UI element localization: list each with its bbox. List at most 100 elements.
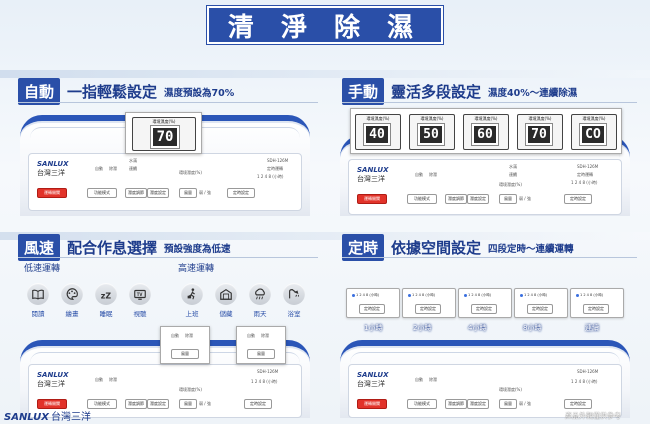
lcd-frame: 環境濕度(%) 70 — [517, 114, 563, 150]
hint-dehumidify: 除濕 — [429, 172, 437, 177]
model-number: SDH-126M — [577, 369, 599, 374]
timer-scale: 1 2 4 8 (小時) — [251, 379, 278, 384]
power-button[interactable]: 運轉開關 — [37, 188, 67, 198]
hint-auto: 自動 — [247, 333, 255, 338]
fan-options: 弱 / 強 — [199, 401, 211, 406]
high-speed-label: 高速運轉 — [178, 264, 215, 274]
humidity-button[interactable]: 濕度調節 — [445, 194, 467, 204]
fan-button[interactable]: 風量 — [179, 188, 197, 198]
hint-dehumidify: 除濕 — [261, 333, 269, 338]
auto-title: 一指輕鬆設定 — [67, 83, 158, 101]
timer-button-zoom: 定時設定 — [359, 304, 385, 314]
timer-label: 定時運轉 — [267, 166, 283, 171]
control-panel: SANLUX 台灣三洋 自動 除濕 水滿 連續 環境濕度(%) SDH-126M… — [28, 153, 302, 211]
fan-button-zoom: 風量 — [171, 349, 199, 359]
fan-button[interactable]: 風量 — [499, 399, 517, 409]
footer-brand-cn: 台灣三洋 — [50, 412, 91, 423]
sleep-icon: zZ — [95, 283, 117, 305]
fan-button[interactable]: 風量 — [179, 399, 197, 409]
timer-label-4h: 4小時 — [468, 324, 487, 332]
footer-brand-en: SANLUX — [4, 412, 49, 423]
power-button[interactable]: 運轉開關 — [357, 194, 387, 204]
humidity-button[interactable]: 濕度調節 — [125, 399, 147, 409]
timer-dots: 1 2 4 8 (小時) — [463, 293, 491, 298]
hint-dehumidify: 除濕 — [109, 377, 117, 382]
timer-heading: 定時 依據空間設定 四段定時～連續運轉 — [342, 234, 574, 261]
bg-stripe — [0, 70, 650, 78]
humidity-set-button[interactable]: 濕度設定 — [467, 399, 489, 409]
panel-brand-cn: 台灣三洋 — [37, 380, 65, 388]
timer-dots: 1 2 4 8 (小時) — [575, 293, 603, 298]
lcd-level-5: CO — [579, 123, 607, 146]
timer-button-zoom: 定時設定 — [583, 304, 609, 314]
divider — [18, 102, 318, 103]
hint-tankfull: 水滿 — [509, 164, 517, 169]
lcd-frame: 環境濕度(%) CO — [571, 114, 617, 150]
model-number: SDH-126M — [267, 158, 289, 163]
panel-brand-cn: 台灣三洋 — [357, 175, 385, 183]
bg-stripe — [0, 232, 650, 240]
panel-brand: SANLUX — [357, 166, 389, 174]
lcd-frame: 環境濕度(%) 60 — [463, 114, 509, 150]
timer-label-8h: 8小時 — [523, 324, 542, 332]
lcd-display: 70 — [150, 125, 180, 149]
fan-low-callout: 風量 自動 除濕 — [160, 326, 210, 364]
timer-button[interactable]: 定時設定 — [564, 399, 592, 409]
timer-option-box: 1 2 4 8 (小時) 定時設定 — [514, 288, 568, 318]
auto-subtitle: 濕度預設為70% — [164, 87, 235, 99]
timer-button[interactable]: 定時設定 — [227, 188, 255, 198]
manual-tag: 手動 — [342, 78, 385, 105]
panel-brand: SANLUX — [37, 371, 69, 379]
hint-continuous: 連續 — [129, 166, 137, 171]
lcd-zoom-callout: 環境濕度(%) 70 — [125, 112, 202, 154]
fan-heading: 風速 配合作息選擇 預設強度為低速 — [18, 234, 231, 261]
humidity-set-button[interactable]: 濕度設定 — [147, 188, 169, 198]
humidity-button[interactable]: 濕度調節 — [125, 188, 147, 198]
mode-button[interactable]: 功能模式 — [87, 399, 117, 409]
shower-icon — [283, 283, 305, 305]
fan-button-zoom: 風量 — [247, 349, 275, 359]
hint-tankfull: 水滿 — [129, 158, 137, 163]
auto-heading: 自動 一指輕鬆設定 濕度預設為70% — [18, 78, 234, 105]
fan-button[interactable]: 風量 — [499, 194, 517, 204]
mode-label-rain: 雨天 — [253, 310, 267, 318]
fan-tag: 風速 — [18, 234, 61, 261]
power-button[interactable]: 運轉開關 — [37, 399, 67, 409]
timer-label-2h: 2小時 — [413, 324, 432, 332]
humidity-set-button[interactable]: 濕度設定 — [467, 194, 489, 204]
manual-heading: 手動 靈活多段設定 濕度40%～連續除濕 — [342, 78, 577, 105]
fan-options: 弱 / 強 — [519, 196, 531, 201]
fan-options: 弱 / 強 — [199, 190, 211, 195]
ambient-label: 環境濕度(%) — [499, 182, 522, 187]
unit-rim — [350, 352, 620, 363]
timer-button[interactable]: 定時設定 — [564, 194, 592, 204]
power-button[interactable]: 運轉開關 — [357, 399, 387, 409]
lcd-frame: 環境濕度(%) 40 — [355, 114, 401, 150]
fan-high-callout: 風量 自動 除濕 — [236, 326, 286, 364]
humidity-button[interactable]: 濕度調節 — [445, 399, 467, 409]
mode-button[interactable]: 功能模式 — [407, 399, 437, 409]
timer-option-box: 1 2 4 8 (小時) 定時設定 — [402, 288, 456, 318]
mode-button[interactable]: 功能模式 — [407, 194, 437, 204]
timer-option-box: 1 2 4 8 (小時) 定時設定 — [570, 288, 624, 318]
lcd-frame: 環境濕度(%) 70 — [132, 117, 196, 151]
hint-dehumidify: 除濕 — [429, 377, 437, 382]
timer-button-zoom: 定時設定 — [527, 304, 553, 314]
palette-icon — [61, 283, 83, 305]
lcd-caption: 環境濕度(%) — [582, 116, 606, 121]
low-speed-label: 低速運轉 — [24, 264, 61, 274]
mode-button[interactable]: 功能模式 — [87, 188, 117, 198]
lcd-caption: 環境濕度(%) — [366, 116, 390, 121]
lcd-frame: 環境濕度(%) 50 — [409, 114, 455, 150]
humidity-set-button[interactable]: 濕度設定 — [147, 399, 169, 409]
mode-label-work: 上班 — [185, 310, 199, 318]
hint-auto: 自動 — [171, 333, 179, 338]
dehumidifier-unit: SANLUX 台灣三洋 自動 除濕 水滿 連續 環境濕度(%) SDH-126M… — [20, 115, 310, 216]
hint-auto: 自動 — [95, 166, 103, 171]
rain-icon — [249, 283, 271, 305]
timer-button[interactable]: 定時設定 — [244, 399, 272, 409]
timer-option-box: 1 2 4 8 (小時) 定時設定 — [458, 288, 512, 318]
auto-tag: 自動 — [18, 78, 61, 105]
timer-dots: 1 2 4 8 (小時) — [519, 293, 547, 298]
